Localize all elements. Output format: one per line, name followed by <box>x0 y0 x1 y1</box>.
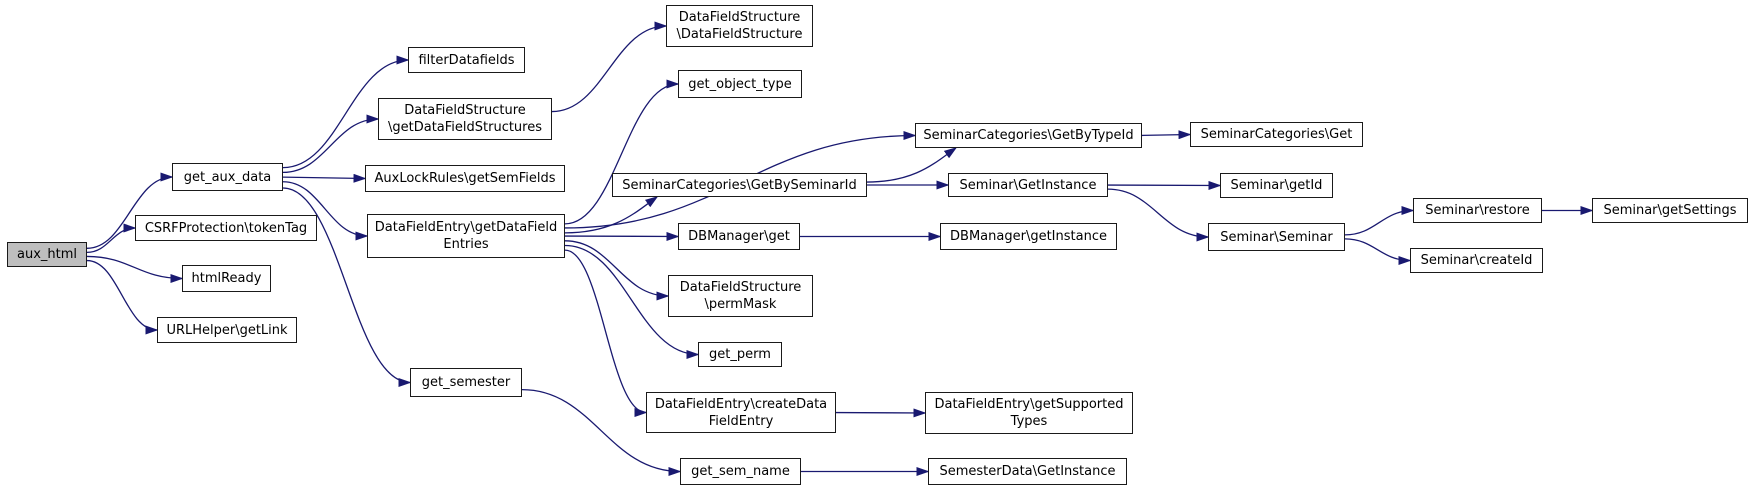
graph-node-label: URLHelper\getLink <box>166 322 288 338</box>
graph-node-label: \permMask <box>704 297 777 312</box>
graph-node-filterDatafields[interactable]: filterDatafields <box>408 47 525 73</box>
graph-node-dbmanager_get[interactable]: DBManager\get <box>678 223 800 250</box>
graph-node-label: SemesterData\GetInstance <box>939 464 1116 479</box>
call-edge-dfe_getDataFieldEntries-to-get_object_type <box>564 79 680 225</box>
graph-node-label: Entries <box>443 237 489 252</box>
graph-node-label: Seminar\createId <box>1420 253 1533 268</box>
graph-node-auxlock_getSemFields[interactable]: AuxLockRules\getSemFields <box>365 165 565 192</box>
call-edge-get_aux_data-to-filterDatafields <box>282 55 410 169</box>
graph-node-get_aux_data[interactable]: get_aux_data <box>172 163 283 191</box>
graph-node-label: Seminar\getSettings <box>1603 203 1737 218</box>
graph-node-urlhelper_getLink[interactable]: URLHelper\getLink <box>157 317 297 343</box>
graph-node-get_object_type[interactable]: get_object_type <box>678 70 802 98</box>
graph-node-label: filterDatafields <box>418 52 515 68</box>
graph-node-get_sem_name[interactable]: get_sem_name <box>680 458 801 485</box>
call-edge-seminar_Seminar-to-seminar_createId <box>1344 238 1412 265</box>
call-edge-semcat_GetByTypeId-to-semcat_Get <box>1141 130 1192 140</box>
graph-node-seminar_getId[interactable]: Seminar\getId <box>1220 173 1333 198</box>
call-edge-aux_html-to-htmlReady <box>86 255 184 283</box>
graph-node-get_perm[interactable]: get_perm <box>698 342 782 367</box>
graph-node-label: DataFieldStructure <box>679 280 802 295</box>
graph-node-label: DataFieldStructure <box>404 103 526 118</box>
graph-node-label: htmlReady <box>191 271 262 286</box>
graph-node-label: SeminarCategories\GetBySeminarId <box>622 177 857 193</box>
graph-node-label: DataFieldStructure <box>678 10 801 25</box>
call-edge-get_aux_data-to-auxlock_getSemFields <box>282 173 367 183</box>
graph-node-label: Types <box>1010 414 1048 429</box>
graph-node-seminar_GetInstance[interactable]: Seminar\GetInstance <box>948 173 1108 197</box>
graph-node-label: DataFieldEntry\getSupported <box>934 397 1124 412</box>
call-edge-aux_html-to-csrf_tokenTag <box>86 223 137 254</box>
graph-node-label: \DataFieldStructure <box>676 27 803 42</box>
graph-node-label: get_object_type <box>688 76 792 92</box>
call-edge-get_aux_data-to-get_semester <box>282 187 412 387</box>
graph-node-htmlReady[interactable]: htmlReady <box>182 265 271 292</box>
call-edge-dfs_getDataFieldStructures-to-dfs_DataFieldStructure <box>551 21 668 113</box>
graph-node-label: get_perm <box>709 347 771 362</box>
graph-node-label: get_semester <box>421 375 511 390</box>
call-edge-dfe_getDataFieldEntries-to-dfe_createDataFieldEntry <box>564 249 648 417</box>
call-edge-get_aux_data-to-dfe_getDataFieldEntries <box>282 181 369 241</box>
graph-node-label: Seminar\GetInstance <box>959 177 1097 193</box>
graph-node-dfs_DataFieldStructure[interactable]: DataFieldStructure \DataFieldStructure <box>666 5 813 47</box>
graph-node-seminar_Seminar[interactable]: Seminar\Seminar <box>1208 223 1345 251</box>
graph-node-label: DBManager\getInstance <box>950 229 1107 244</box>
graph-node-get_semester[interactable]: get_semester <box>410 368 522 397</box>
call-edge-seminar_Seminar-to-seminar_restore <box>1344 206 1415 236</box>
graph-node-semcat_GetBySeminarId[interactable]: SeminarCategories\GetBySeminarId <box>612 173 867 197</box>
graph-node-label: DBManager\get <box>688 229 790 244</box>
graph-node-label: get_aux_data <box>183 169 272 185</box>
graph-node-label: AuxLockRules\getSemFields <box>374 171 556 186</box>
call-edge-get_aux_data-to-dfs_getDataFieldStructures <box>282 114 380 174</box>
call-edge-get_semester-to-get_sem_name <box>521 388 682 476</box>
graph-node-label: DataFieldEntry\getDataField <box>374 220 558 235</box>
graph-node-semcat_Get[interactable]: SeminarCategories\Get <box>1190 122 1363 147</box>
call-edge-aux_html-to-get_aux_data <box>86 172 174 249</box>
graph-node-label: DataFieldEntry\createData <box>654 396 828 412</box>
graph-node-label: Seminar\Seminar <box>1220 229 1333 245</box>
call-edge-aux_html-to-urlhelper_getLink <box>86 259 159 335</box>
graph-node-dbmanager_getInstance[interactable]: DBManager\getInstance <box>940 223 1117 250</box>
graph-node-aux_html[interactable]: aux_html <box>7 242 87 267</box>
graph-node-dfs_permMask[interactable]: DataFieldStructure \permMask <box>668 275 813 317</box>
graph-node-label: FieldEntry <box>708 413 774 429</box>
graph-node-label: Seminar\restore <box>1425 203 1530 218</box>
graph-node-label: get_sem_name <box>691 464 790 479</box>
call-edge-dfe_getDataFieldEntries-to-semcat_GetBySeminarId <box>564 196 659 234</box>
graph-node-label: aux_html <box>16 247 77 262</box>
edge-group <box>86 21 1594 476</box>
graph-node-label: SeminarCategories\GetByTypeId <box>923 128 1134 143</box>
call-edge-dfe_getDataFieldEntries-to-get_perm <box>564 244 700 359</box>
graph-node-seminar_restore[interactable]: Seminar\restore <box>1413 198 1542 223</box>
graph-node-label: CSRFProtection\tokenTag <box>144 220 308 236</box>
call-edge-seminar_GetInstance-to-seminar_Seminar <box>1107 188 1210 242</box>
call-edge-semcat_GetBySeminarId-to-semcat_GetByTypeId <box>866 147 958 183</box>
graph-node-label: \getDataFieldStructures <box>387 120 543 135</box>
graph-node-csrf_tokenTag[interactable]: CSRFProtection\tokenTag <box>135 215 317 241</box>
graph-node-seminar_createId[interactable]: Seminar\createId <box>1410 248 1543 273</box>
graph-node-dfs_getDataFieldStructures[interactable]: DataFieldStructure \getDataFieldStructure… <box>378 98 552 140</box>
graph-node-label: Seminar\getId <box>1230 178 1323 193</box>
graph-node-semcat_GetByTypeId[interactable]: SeminarCategories\GetByTypeId <box>915 123 1142 148</box>
call-edge-dfe_getDataFieldEntries-to-dfs_permMask <box>564 240 670 301</box>
graph-node-label: SeminarCategories\Get <box>1200 127 1353 142</box>
graph-node-semesterdata_GetInstance[interactable]: SemesterData\GetInstance <box>928 458 1127 485</box>
graph-node-seminar_getSettings[interactable]: Seminar\getSettings <box>1592 198 1748 223</box>
